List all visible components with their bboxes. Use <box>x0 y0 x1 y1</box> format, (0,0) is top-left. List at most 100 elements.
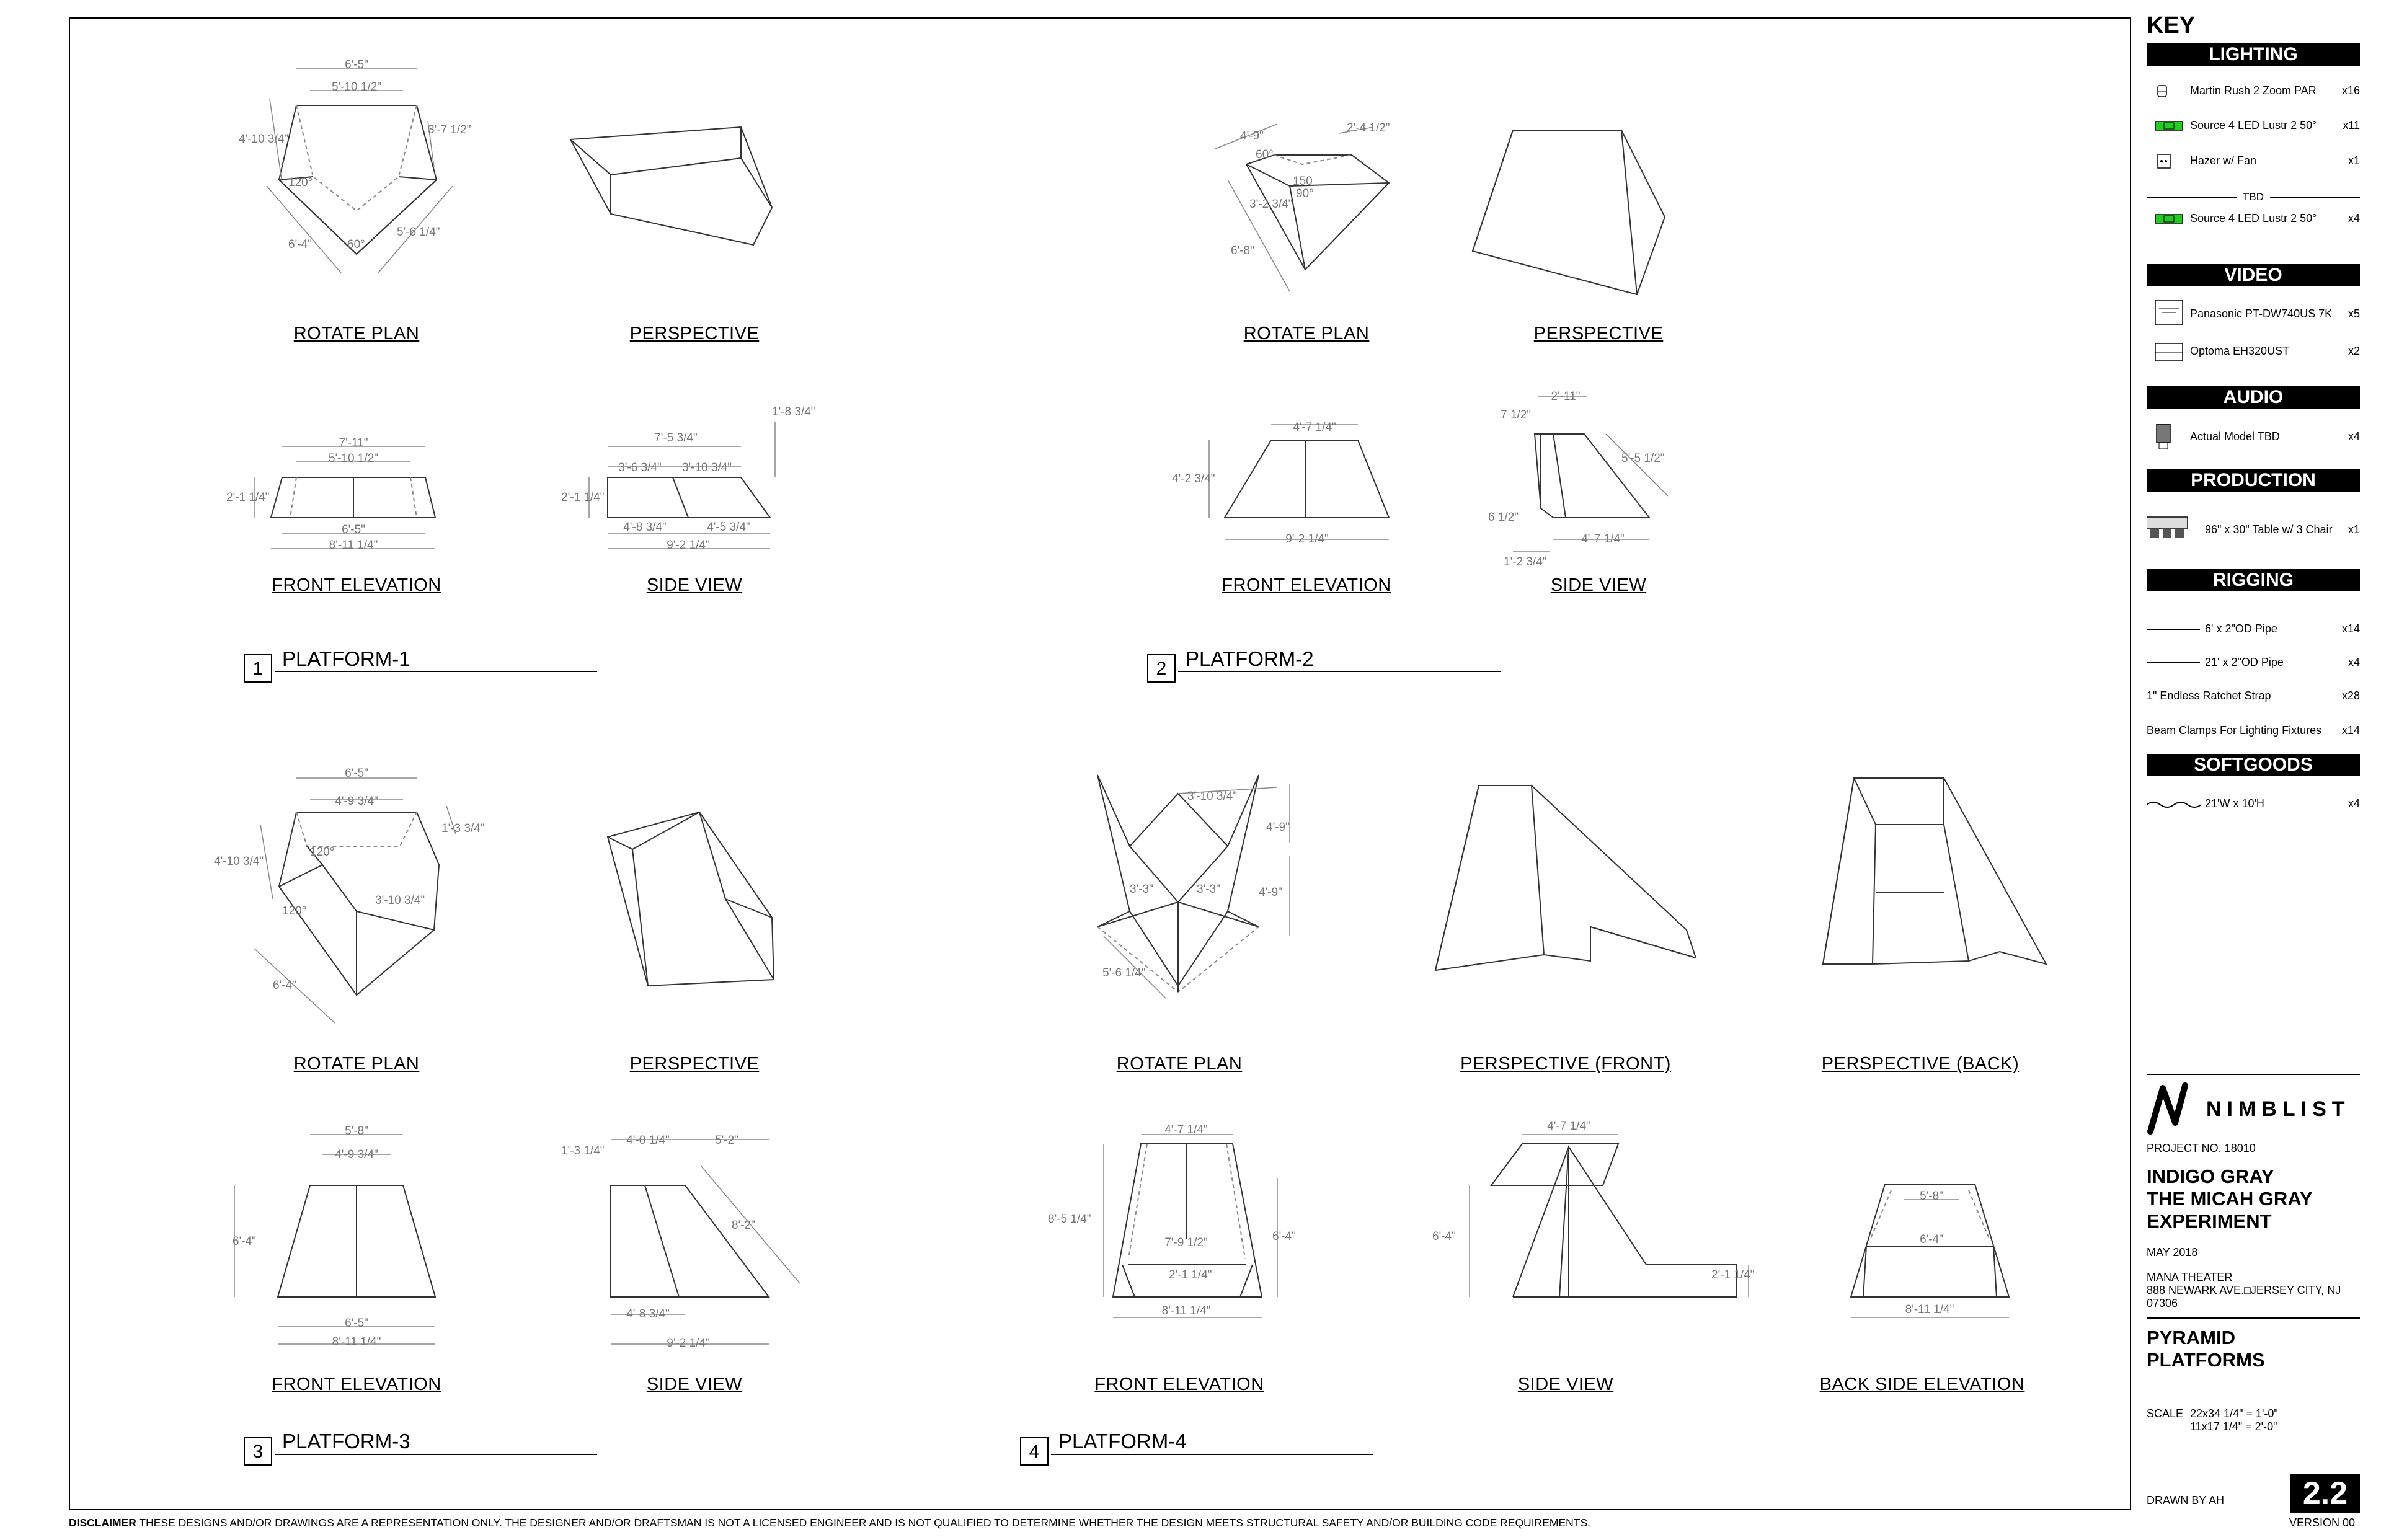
dim-label: 4'-7 1/4" <box>1164 1123 1208 1136</box>
dim-label: 6'-4" <box>1272 1230 1296 1243</box>
p4-back-side-elevation <box>1850 1184 2010 1318</box>
p4-perspective-back <box>1822 777 2048 965</box>
p2-perspective <box>1471 130 1666 296</box>
dim-label: 4'-10 3/4" <box>239 133 288 146</box>
p1-front-elevation <box>254 446 437 549</box>
dim-label: 4'-10 3/4" <box>214 855 264 868</box>
venue-address: 888 NEWARK AVE.□JERSEY CITY, NJ <box>2147 1284 2341 1296</box>
platform-number: 1 <box>244 654 272 683</box>
key-section-production: PRODUCTION <box>2147 469 2360 492</box>
dim-label: 9'-2 1/4" <box>667 539 710 552</box>
dim-label: 6'-4" <box>233 1235 256 1248</box>
key-item-name: 96" x 30" Table w/ 3 Chair <box>2205 523 2333 536</box>
drape-icon <box>2147 802 2202 808</box>
view-label: SIDE VIEW <box>646 575 743 595</box>
led-fixture-icon <box>2155 121 2183 131</box>
disclaimer-label: DISCLAIMER <box>69 1516 136 1529</box>
dim-label: 4'-0 1/4" <box>626 1134 670 1147</box>
key-item-qty: x1 <box>2348 154 2360 167</box>
dim-label: 7'-9 1/2" <box>1164 1236 1208 1249</box>
client-name: EXPERIMENT <box>2147 1210 2272 1232</box>
dim-label: 120° <box>288 176 313 189</box>
view-label: ROTATE PLAN <box>1243 324 1370 343</box>
drawing-frame <box>69 17 2131 1510</box>
dim-label: 4'-5 3/4" <box>707 521 750 534</box>
dim-label: 60° <box>347 238 365 251</box>
key-item-qty: x4 <box>2348 212 2360 224</box>
venue-name: MANA THEATER <box>2147 1271 2233 1283</box>
key-section-softgoods: SOFTGOODS <box>2147 754 2360 776</box>
dim-label: 3'-3" <box>1197 883 1220 896</box>
key-item-name: Optoma EH320UST <box>2190 345 2290 357</box>
projector-icon <box>2155 300 2183 325</box>
dim-label: 6'-4" <box>1432 1230 1456 1243</box>
view-label: ROTATE PLAN <box>1116 1054 1243 1074</box>
p3-front-elevation <box>234 1134 437 1345</box>
title-underline <box>275 1454 597 1455</box>
dim-label: 4'-8 3/4" <box>623 521 667 534</box>
client-name: INDIGO GRAY <box>2147 1166 2274 1187</box>
view-label: SIDE VIEW <box>1517 1374 1614 1394</box>
dim-label: 7 1/2" <box>1501 409 1531 422</box>
dim-label: 8'-11 1/4" <box>332 1335 381 1348</box>
dim-label: 6'-5" <box>345 1317 368 1330</box>
view-label: BACK SIDE ELEVATION <box>1819 1374 2025 1394</box>
p3-side-view <box>610 1139 800 1345</box>
dim-label: 5'-8" <box>345 1125 368 1138</box>
projector-ust-icon <box>2155 343 2183 361</box>
scale-value: 11x17 1/4" = 2'-0" <box>2190 1420 2277 1433</box>
key-section-audio: AUDIO <box>2147 386 2360 409</box>
view-label: ROTATE PLAN <box>293 1054 420 1074</box>
view-label: FRONT ELEVATION <box>272 1374 441 1394</box>
scale-label: SCALE <box>2147 1407 2184 1420</box>
p2-side-view <box>1513 396 1669 552</box>
p1-rotate-plan <box>266 68 453 273</box>
dim-label: 6'-8" <box>1231 244 1254 257</box>
dim-label: 1'-3 3/4" <box>441 822 485 835</box>
key-item-qty: x16 <box>2341 84 2360 97</box>
key-item-qty: x14 <box>2341 622 2360 635</box>
key-section-lighting: LIGHTING <box>2147 43 2360 66</box>
company-logo-text: NIMBLIST <box>2206 1097 2351 1121</box>
dim-label: 90° <box>1296 187 1314 200</box>
dim-label: 5'-2" <box>715 1134 738 1147</box>
view-label: ROTATE PLAN <box>293 324 420 343</box>
p2-rotate-plan <box>1215 123 1390 292</box>
dim-label: 5'-10 1/2" <box>332 81 381 94</box>
dim-label: 2'-1 1/4" <box>226 491 270 504</box>
key-item-qty: x11 <box>2343 119 2360 131</box>
dim-label: 5'-6 1/4" <box>1102 967 1146 980</box>
dim-label: 6'-5" <box>342 523 365 536</box>
platform-number: 2 <box>1147 654 1176 683</box>
key-item: Source 4 LED Lustr 2 50° x11 <box>2147 117 2360 135</box>
dim-label: 4'-9 3/4" <box>335 795 378 808</box>
speaker-icon <box>2156 424 2171 449</box>
view-label: PERSPECTIVE (BACK) <box>1821 1054 2020 1074</box>
title-block-divider <box>2147 1074 2360 1075</box>
drawn-by: DRAWN BY AH <box>2147 1494 2225 1507</box>
key-item-qty: x5 <box>2348 308 2360 320</box>
client-name: THE MICAH GRAY <box>2147 1188 2313 1210</box>
p3-rotate-plan <box>254 777 456 1024</box>
view-label: PERSPECTIVE <box>629 1054 760 1074</box>
dim-label: 4'-7 1/4" <box>1293 421 1336 434</box>
scale-value: 22x34 1/4" = 1'-0" <box>2190 1407 2278 1420</box>
view-label: PERSPECTIVE <box>629 324 760 343</box>
dim-label: 5'-6 1/4" <box>397 226 440 239</box>
dim-label: 5'-10 1/2" <box>329 452 378 465</box>
key-item-name: Martin Rush 2 Zoom PAR <box>2190 84 2317 97</box>
dim-label: 120° <box>310 846 334 859</box>
platform-title: PLATFORM-3 <box>282 1430 410 1453</box>
title-underline <box>1051 1454 1373 1455</box>
dim-label: 8'-2" <box>732 1219 755 1232</box>
platform-number: 4 <box>1020 1437 1049 1466</box>
dim-label: 1'-8 3/4" <box>772 405 815 418</box>
key-title: KEY <box>2147 12 2196 38</box>
dim-label: 6'-5" <box>345 767 368 780</box>
dim-label: 8'-11 1/4" <box>329 539 378 552</box>
view-label: SIDE VIEW <box>646 1374 743 1394</box>
sheet-number: 2.2 <box>2290 1474 2360 1513</box>
dim-label: 9'-2 1/4" <box>1285 533 1329 546</box>
title-block-divider <box>2147 1317 2360 1319</box>
dim-label: 8'-11 1/4" <box>1905 1303 1954 1316</box>
